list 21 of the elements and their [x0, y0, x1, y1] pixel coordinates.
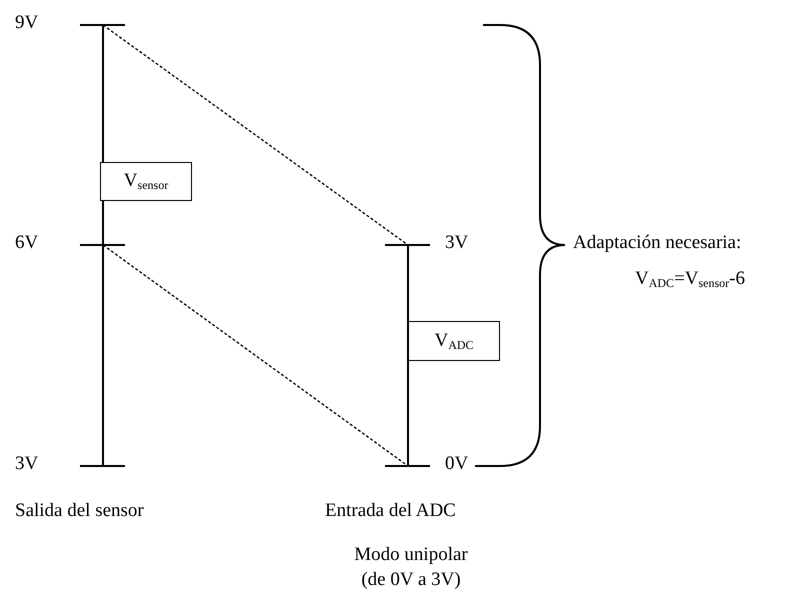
value-box: V$_{sensor}$: [100, 162, 192, 201]
caption-text: Modo unipolar (de 0V a 3V): [353, 543, 469, 592]
tick-label: 3V: [15, 453, 38, 475]
tick-mark: [385, 244, 430, 246]
tick-mark: [80, 465, 125, 467]
dashed-line: [102, 24, 408, 246]
tick-label: 9V: [15, 12, 38, 34]
scale-line: [102, 245, 104, 466]
tick-mark: [385, 465, 430, 467]
value-box: V$_{ADC}$: [408, 321, 500, 361]
caption-text: Entrada del ADC: [325, 500, 457, 522]
tick-label: 3V: [445, 232, 468, 254]
tick-label: 0V: [445, 453, 468, 475]
tick-mark: [80, 24, 125, 26]
tick-label: 6V: [15, 232, 38, 254]
caption-text: Adaptación necesaria:: [573, 232, 742, 254]
caption-text: Salida del sensor: [15, 500, 145, 522]
scale-line: [407, 245, 409, 466]
tick-mark: [80, 244, 125, 246]
dashed-line: [102, 244, 408, 467]
formula: V$_{ADC}$=V$_{sensor}$-6: [634, 268, 746, 291]
